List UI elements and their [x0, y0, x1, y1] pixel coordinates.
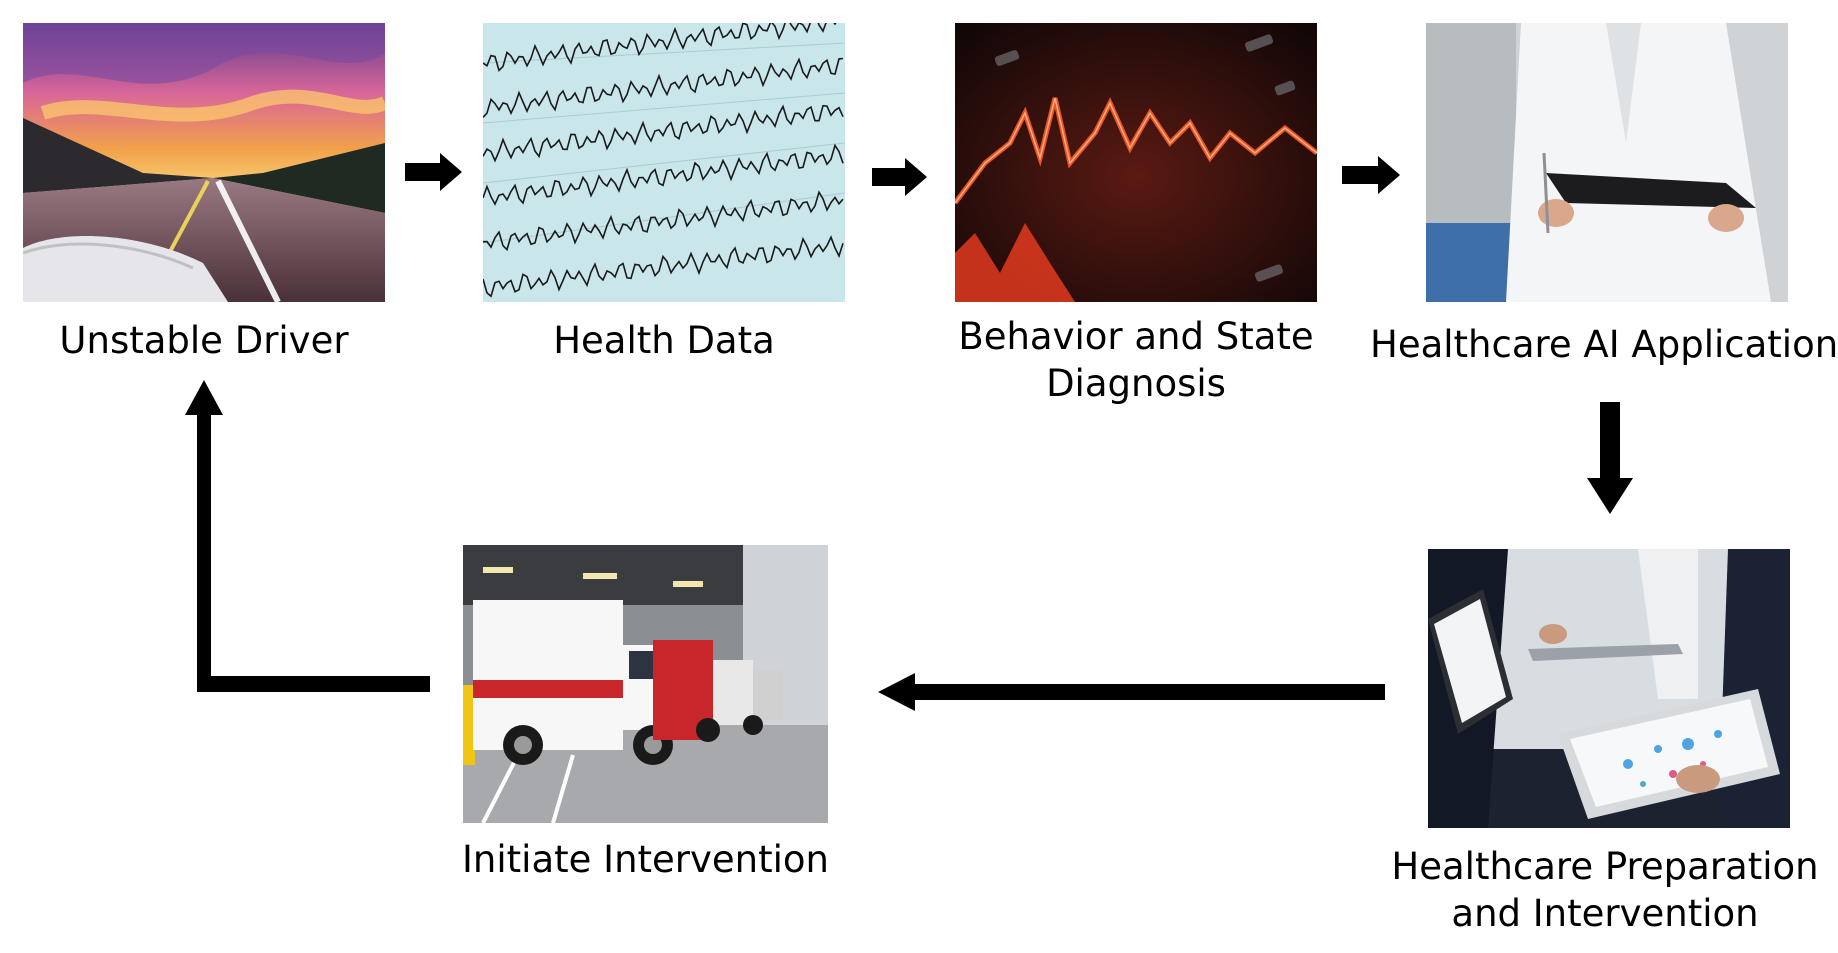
arrow-intervention-to-driver: [185, 380, 430, 692]
healthcare-preparation-photo: [1428, 549, 1790, 828]
arrow-health-data-to-diagnosis: [872, 158, 927, 196]
arrow-driver-to-health-data: [405, 153, 462, 191]
eeg-trace: [483, 143, 844, 206]
arrow-diagnosis-to-ai: [1342, 156, 1400, 194]
eeg-trace: [483, 104, 844, 163]
eeg-trace: [483, 235, 844, 298]
arrow-ai-to-preparation: [1587, 402, 1633, 514]
behavior-diagnosis-label: Behavior and State Diagnosis: [958, 315, 1314, 405]
unstable-driver-photo: [23, 23, 385, 302]
healthcare-preparation-label: Healthcare Preparation and Intervention: [1391, 845, 1819, 935]
eeg-trace: [483, 190, 844, 252]
healthcare-ai-photo: [1426, 23, 1788, 302]
health-data-label: Health Data: [553, 319, 775, 362]
initiate-intervention-label: Initiate Intervention: [462, 838, 829, 881]
unstable-driver-label: Unstable Driver: [59, 319, 349, 362]
health-data-photo: [483, 23, 845, 302]
healthcare-ai-label: Healthcare AI Application: [1370, 323, 1838, 366]
behavior-diagnosis-photo: [955, 23, 1317, 302]
eeg-trace: [483, 23, 837, 72]
initiate-intervention-photo: [463, 545, 828, 823]
arrow-preparation-to-intervention: [878, 673, 1385, 711]
eeg-trace: [483, 57, 844, 119]
